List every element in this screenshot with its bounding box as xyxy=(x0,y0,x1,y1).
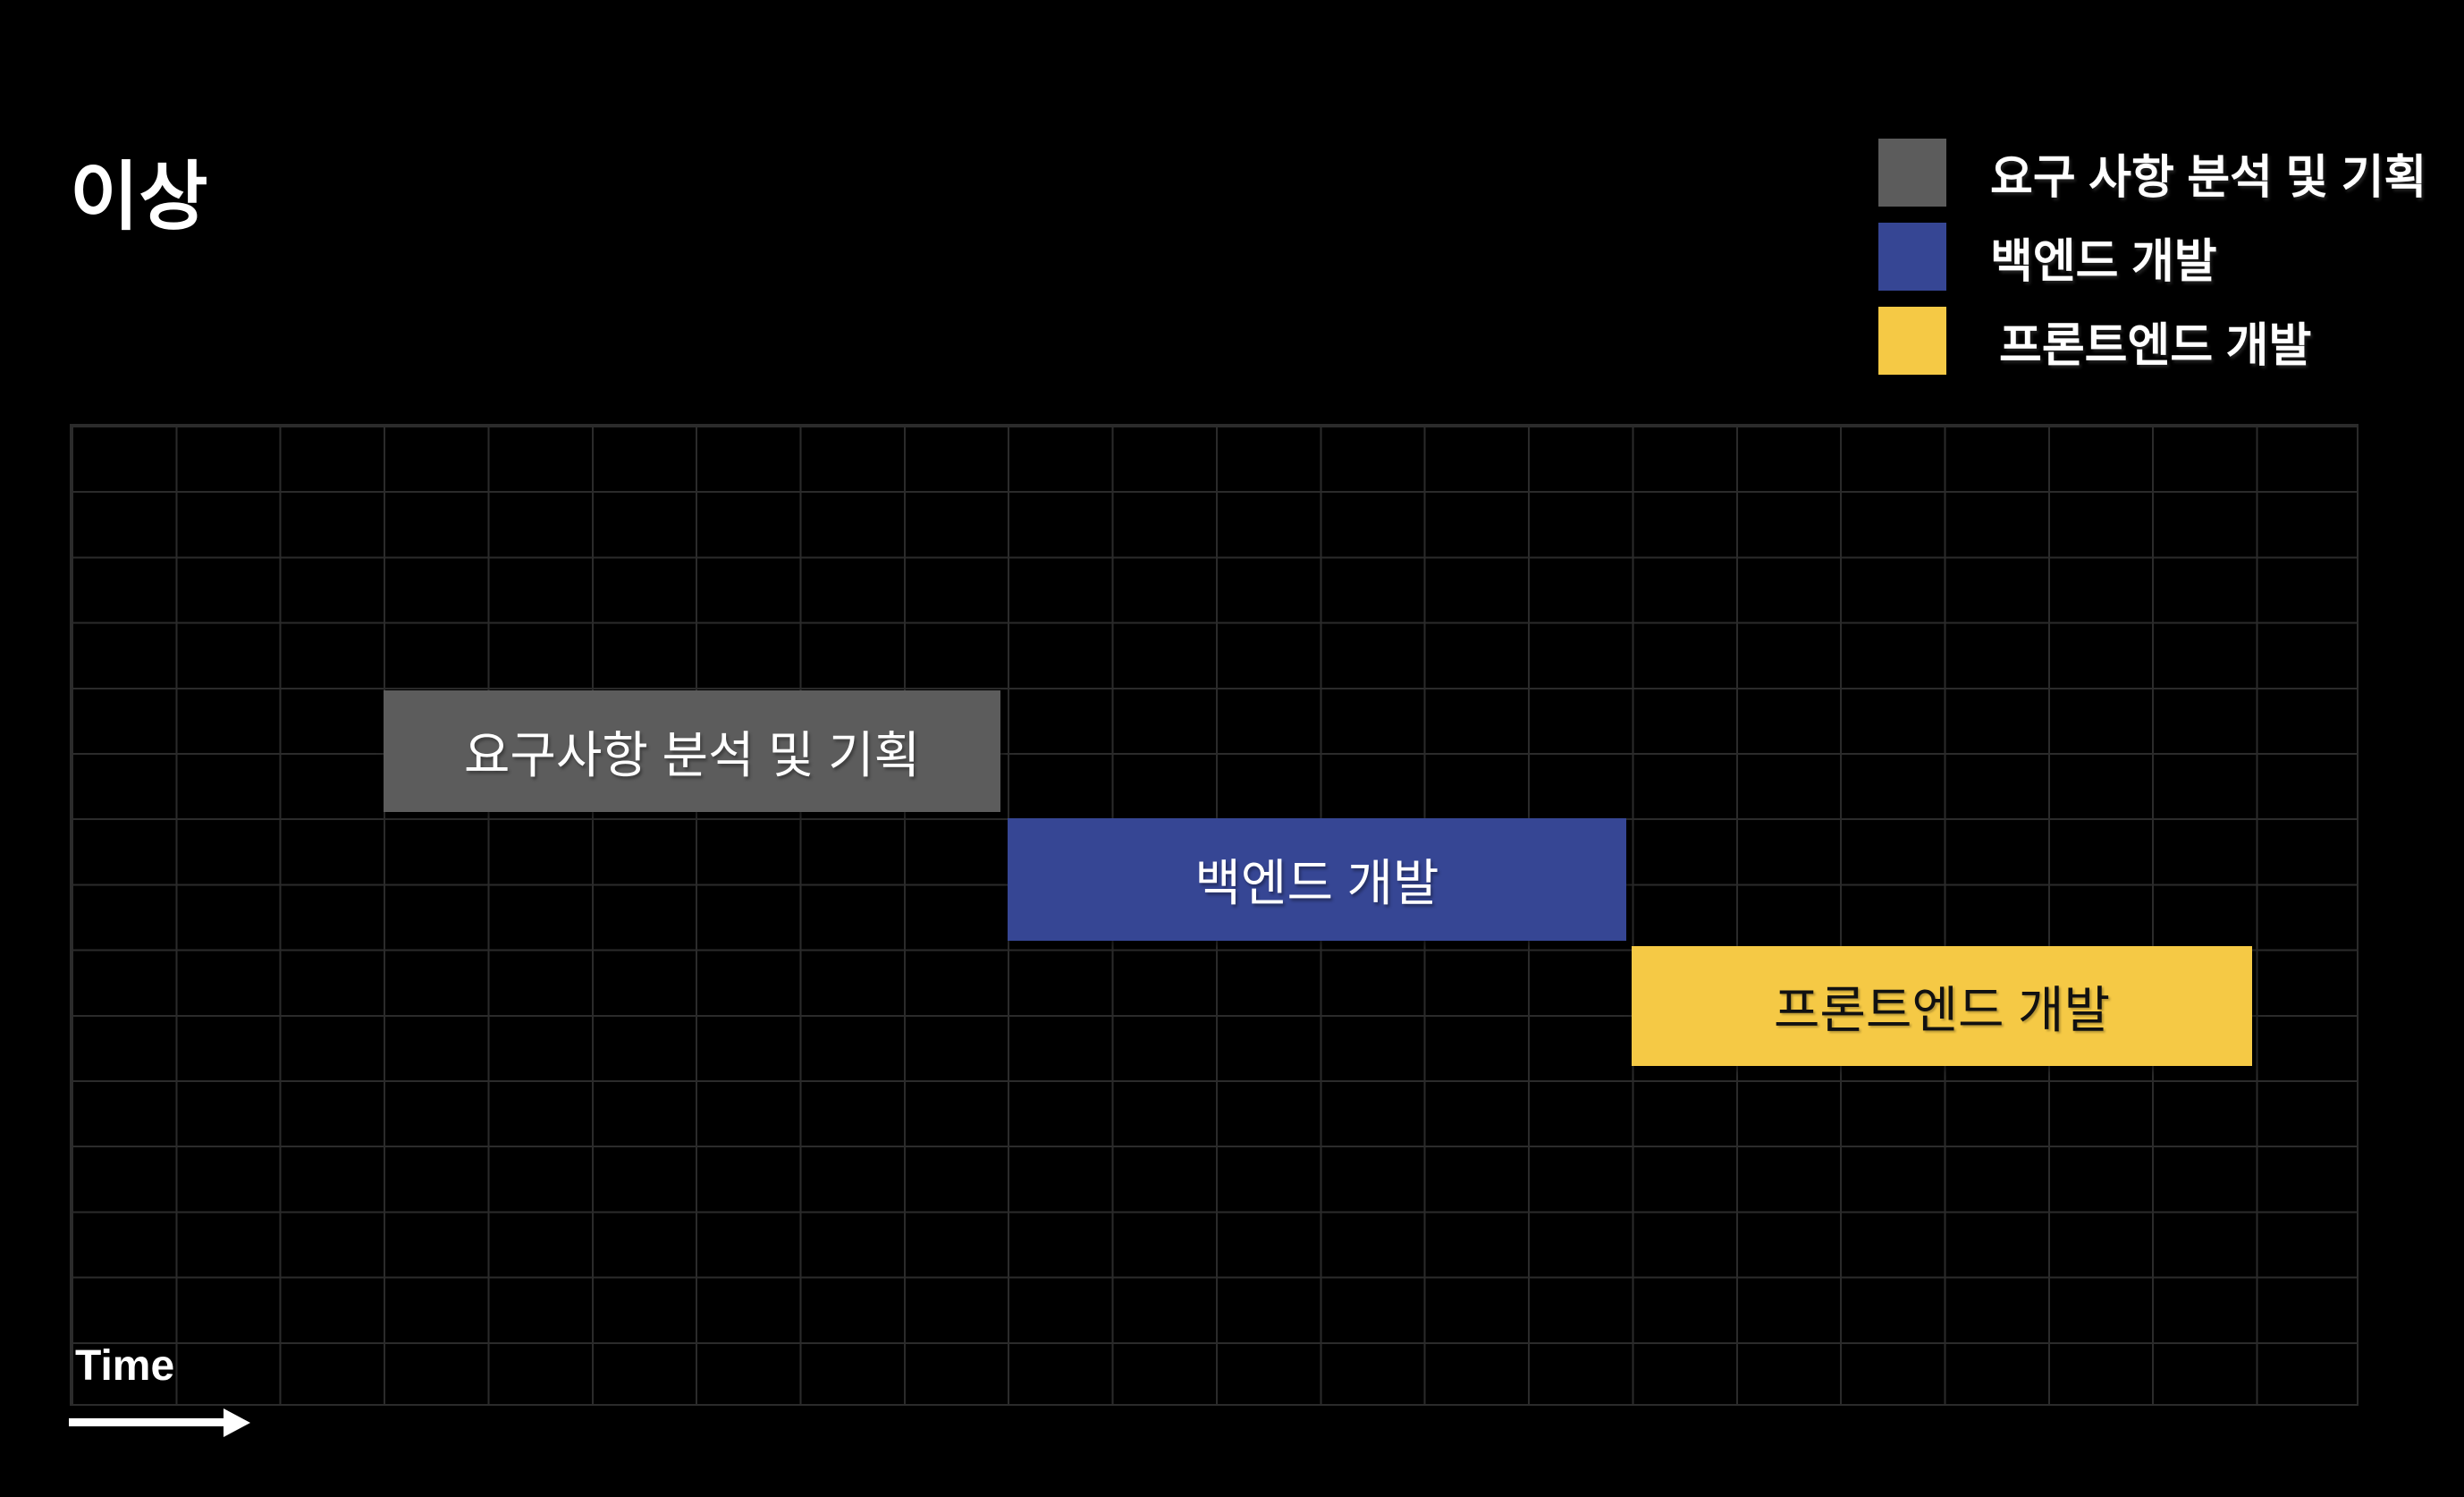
page-title: 이상 xyxy=(70,155,208,239)
legend-item-backend: 백엔드 개발 xyxy=(1878,223,2426,291)
legend-label: 백엔드 개발 xyxy=(1990,235,2217,288)
task-bar-requirements: 요구사항 분석 및 기획 xyxy=(384,690,1000,812)
task-bar-frontend: 프론트엔드 개발 xyxy=(1632,946,2252,1066)
task-bar-backend: 백엔드 개발 xyxy=(1008,818,1626,941)
task-bar-label: 백엔드 개발 xyxy=(1194,855,1439,911)
task-bar-label: 프론트엔드 개발 xyxy=(1773,981,2111,1038)
task-bar-label: 요구사항 분석 및 기획 xyxy=(463,726,921,783)
legend-item-requirements: 요구 사항 분석 및 기획 xyxy=(1878,139,2426,207)
time-arrow-head-icon xyxy=(224,1408,250,1437)
legend-item-frontend: 프론트엔드 개발 xyxy=(1878,307,2426,375)
blue-swatch-icon xyxy=(1878,223,1946,291)
legend-label: 요구 사항 분석 및 기획 xyxy=(1990,151,2427,204)
gray-swatch-icon xyxy=(1878,139,1946,207)
legend-label: 프론트엔드 개발 xyxy=(1999,319,2312,372)
yellow-swatch-icon xyxy=(1878,307,1946,375)
time-arrow-icon xyxy=(69,1418,224,1426)
time-axis-label: Time xyxy=(75,1342,175,1390)
legend: 요구 사항 분석 및 기획 백엔드 개발 프론트엔드 개발 xyxy=(1878,139,2426,391)
